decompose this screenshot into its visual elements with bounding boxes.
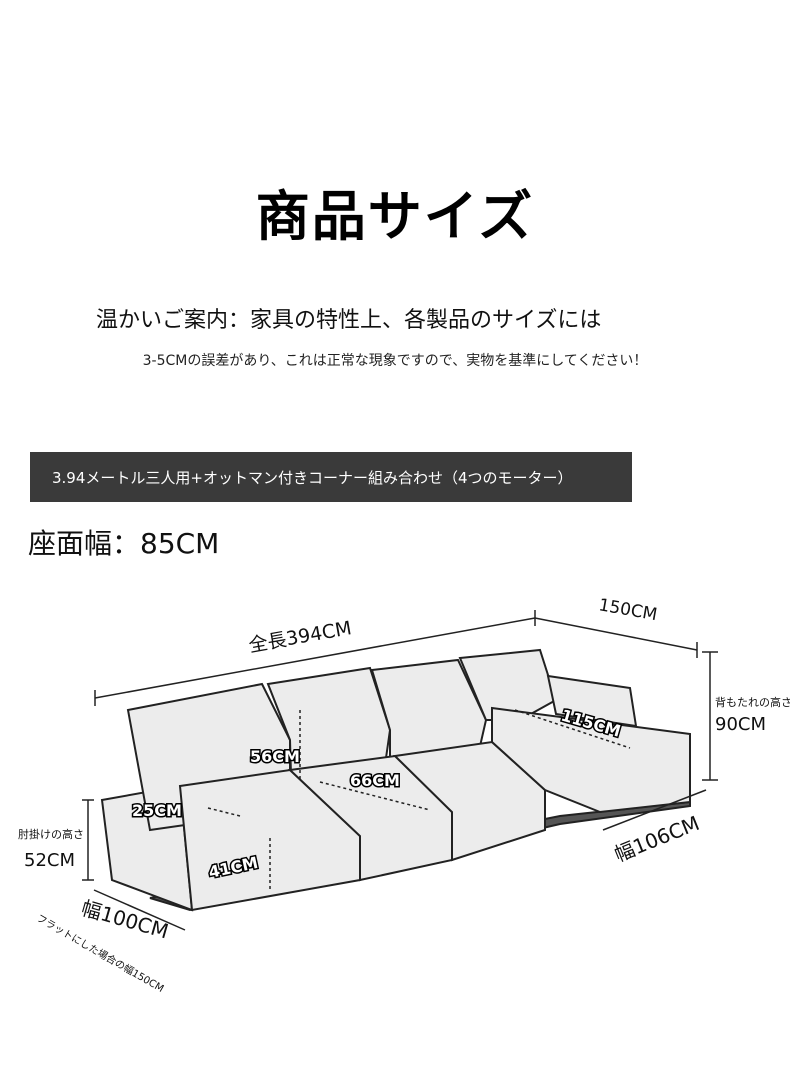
back-height-value: 90CM bbox=[715, 714, 766, 735]
armrest-height-caption: 肘掛けの高さ bbox=[18, 827, 84, 841]
notice-line-2: 3-5CMの誤差があり、これは正常な現象ですので、実物を基準にしてください！ bbox=[142, 353, 648, 369]
product-banner-text: 3.94メートル三人用+オットマン付きコーナー組み合わせ（4つのモーター） bbox=[52, 469, 573, 487]
back-cushion-height-label: 56CM bbox=[250, 747, 300, 766]
chaise-width-label: 幅106CM bbox=[611, 811, 703, 867]
sofa-illustration: 全長394CM 150CM 背もたれの高さ 90CM 115CM 66CM 56… bbox=[18, 595, 790, 995]
notice-line-1: 温かいご案内：家具の特性上、各製品のサイズには bbox=[96, 308, 602, 333]
total-length-label: 全長394CM bbox=[247, 617, 353, 657]
armrest-height-value: 52CM bbox=[24, 850, 75, 871]
armrest-width-label: 25CM bbox=[132, 801, 182, 820]
seat-width-label: 座面幅：85CM bbox=[28, 527, 220, 560]
sofa-dimension-diagram: 全長394CM 150CM 背もたれの高さ 90CM 115CM 66CM 56… bbox=[0, 580, 790, 1040]
back-height-caption: 背もたれの高さ bbox=[715, 695, 790, 709]
product-banner: 3.94メートル三人用+オットマン付きコーナー組み合わせ（4つのモーター） bbox=[30, 452, 632, 502]
chaise-length-label: 150CM bbox=[597, 595, 659, 625]
page-title: 商品サイズ bbox=[255, 185, 535, 248]
seat-depth-label: 66CM bbox=[350, 771, 400, 790]
